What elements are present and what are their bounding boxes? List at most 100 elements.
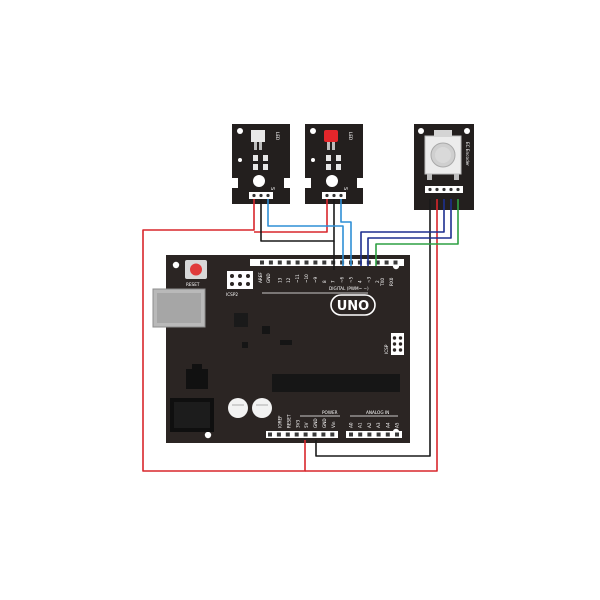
white-led [251, 130, 265, 142]
power-pin-label: 3V3 [295, 419, 300, 428]
wire-signal-white-led [267, 199, 344, 266]
header-pin-hole[interactable] [385, 432, 390, 437]
digital-pin-label: 12 [286, 277, 291, 283]
digital-header[interactable] [250, 259, 404, 266]
wire-vcc-white-led [142, 199, 306, 472]
reset-label: RESET [186, 282, 200, 287]
header-pin-hole[interactable] [303, 432, 308, 437]
led-red-pin-s: S [342, 187, 348, 190]
digital-pin-label: ~6 [340, 276, 345, 283]
header-pin-hole[interactable] [294, 432, 299, 437]
header-pin-hole[interactable] [393, 260, 398, 265]
wire-encoder-dt [367, 199, 452, 266]
wire-gnd-white-led [260, 199, 335, 242]
power-pin-label: IOREF [278, 415, 283, 428]
board-body [166, 255, 410, 443]
wire-signal-red-led [340, 199, 352, 266]
led-white-label: LED [275, 132, 280, 140]
header-pin-hole[interactable] [312, 432, 317, 437]
capacitor [228, 398, 248, 418]
power-header[interactable] [266, 431, 338, 438]
wire-encoder-clk [360, 199, 445, 266]
led-red-label: LED [348, 132, 353, 140]
header-pin-hole[interactable] [384, 260, 389, 265]
red-led [324, 130, 338, 142]
header-pin-hole[interactable] [340, 260, 345, 265]
power-label: POWER [322, 410, 338, 415]
digital-pin-label: 7 [331, 280, 336, 283]
header-pin-hole[interactable] [330, 432, 335, 437]
analog-label: ANALOG IN [366, 410, 389, 415]
header-pin-hole[interactable] [357, 260, 362, 265]
wire-vcc-red-led [254, 199, 328, 233]
power-pin-label: GND [313, 418, 318, 428]
icsp-label: ICSP [384, 344, 389, 354]
header-pin-hole[interactable] [268, 432, 272, 437]
header-pin-hole[interactable] [276, 432, 281, 437]
header-pin-hole[interactable] [375, 260, 380, 265]
power-pin-label: 5V [304, 422, 309, 428]
header-pin-hole[interactable] [313, 260, 318, 265]
analog-pin-label: A2 [367, 422, 372, 428]
digital-pin-label: 13 [277, 277, 282, 283]
digital-pin-label: 2 [375, 280, 380, 283]
capacitor [252, 398, 272, 418]
header-pin-hole[interactable] [358, 432, 363, 437]
uno-logo: UNO [330, 294, 376, 316]
analog-pin-label: A3 [376, 422, 381, 428]
header-pin-hole[interactable] [268, 260, 273, 265]
aref-label: AREF [258, 272, 263, 283]
power-pin-label: Vin [331, 421, 336, 428]
led-white-pin-s: S [269, 187, 275, 190]
icsp-header [391, 333, 404, 355]
atmega-chip [272, 374, 400, 392]
led-module-white: LED S [232, 124, 290, 204]
wire-gnd-encoder [315, 199, 431, 457]
digital-pin-label: ~9 [313, 276, 318, 283]
wire-vcc-encoder [305, 199, 438, 472]
digital-label: DIGITAL (PWM~ ∼) [329, 286, 369, 291]
led-white-mount-hole [253, 175, 265, 187]
rx-label: RX0 [389, 277, 394, 286]
header-pin-hole[interactable] [321, 432, 326, 437]
uno-logo-text: UNO [337, 299, 370, 314]
header-pin-hole[interactable] [395, 432, 399, 437]
icsp2-header [227, 271, 253, 289]
analog-pin-label: A1 [358, 422, 363, 428]
header-pin-hole[interactable] [277, 260, 282, 265]
wire-encoder-sw [375, 199, 459, 266]
mounting-hole [204, 431, 212, 439]
analog-pin-label: A4 [385, 422, 390, 428]
voltage-regulator [186, 369, 208, 389]
header-pin-hole[interactable] [295, 260, 300, 265]
header-pin-hole[interactable] [286, 260, 291, 265]
power-pin-label: GND [322, 418, 327, 428]
header-pin-hole[interactable] [285, 432, 290, 437]
power-pin-label: RESET [286, 414, 291, 428]
gnd-label: GND [266, 273, 271, 283]
led-module-red: LED S [305, 124, 363, 204]
icsp2-label: ICSP2 [226, 292, 238, 297]
header-pin-hole[interactable] [322, 260, 327, 265]
analog-pin-label: A0 [349, 422, 354, 428]
header-pin-hole[interactable] [260, 260, 264, 265]
digital-pin-label: ~3 [366, 276, 371, 283]
header-pin-hole[interactable] [376, 432, 381, 437]
header-pin-hole[interactable] [349, 432, 353, 437]
wires [142, 199, 459, 472]
mounting-hole [172, 261, 180, 269]
digital-pin-label: 4 [357, 280, 362, 283]
analog-header[interactable] [346, 431, 402, 438]
header-pin-hole[interactable] [304, 260, 309, 265]
digital-pin-label: ~10 [304, 274, 309, 283]
digital-pin-label: ~11 [295, 274, 300, 283]
encoder-label: EC Encoder [465, 142, 470, 166]
digital-pin-label: ~5 [349, 276, 354, 283]
led-red-mount-hole [326, 175, 338, 187]
header-pin-hole[interactable] [367, 432, 372, 437]
encoder-module: EC Encoder [414, 124, 474, 210]
